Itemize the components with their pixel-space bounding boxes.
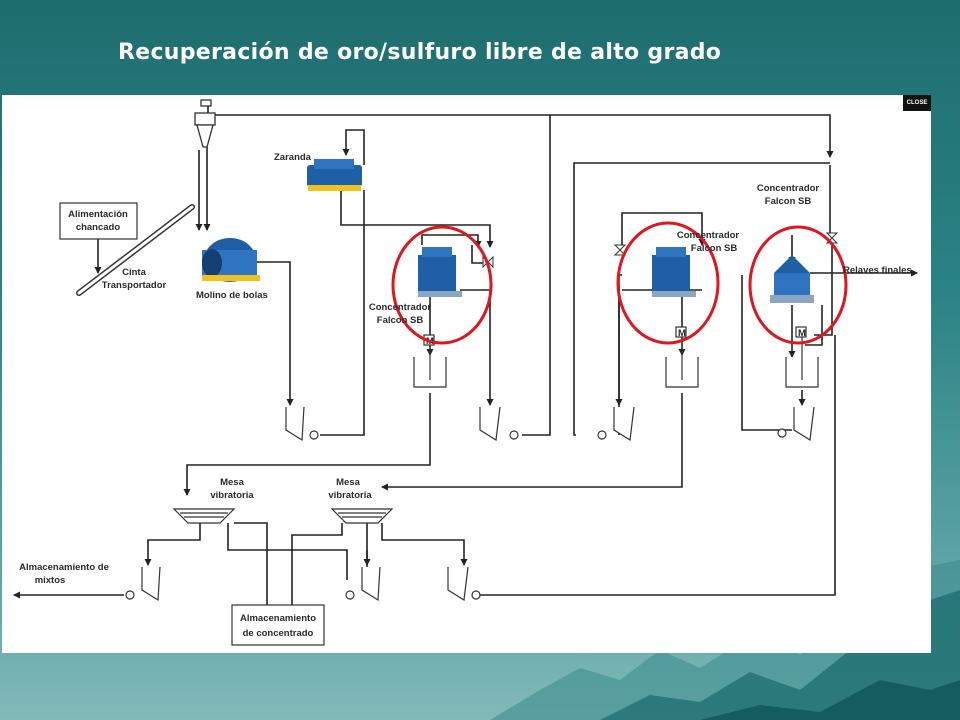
highlight-circle-2 (616, 221, 720, 345)
screen-label: Zaranda (274, 152, 312, 163)
feed-label-line2: chancado (76, 222, 121, 233)
falcon3-label-line1: Concentrador (757, 183, 820, 194)
slide-title: Recuperación de oro/sulfuro libre de alt… (118, 40, 722, 65)
conveyor-label-line1: Cinta (122, 267, 146, 278)
pump-sump-2 (479, 406, 519, 442)
concentrate-storage-label-line2: de concentrado (243, 628, 314, 639)
vibrating-screen (307, 159, 362, 191)
feed-label-line1: Alimentación (68, 209, 128, 220)
close-button[interactable]: CLOSE (903, 95, 931, 111)
conveyor-label-line2: Transportador (102, 280, 167, 291)
ball-mill (202, 238, 260, 282)
valve-2 (613, 244, 627, 256)
pump-sump-5 (125, 566, 161, 602)
falcon1-label-line1: Concentrador (369, 302, 432, 313)
highlight-circle-3 (748, 225, 848, 345)
falcon3-label-line2: Falcon SB (765, 196, 812, 207)
falcon1-label-line2: Falcon SB (377, 315, 424, 326)
motor-mark-3: M (798, 328, 806, 339)
falcon-concentrator-3 (770, 255, 814, 303)
pump-sump-7 (447, 566, 481, 602)
pump-sump-4 (777, 406, 815, 442)
mixed-storage-label-line2: mixtos (35, 575, 66, 586)
feed-box (59, 202, 138, 240)
table2-label-line2: vibratoria (328, 490, 372, 501)
mixed-storage-label-line1: Almacenamiento de (19, 562, 109, 573)
shaking-table-2 (330, 508, 394, 524)
final-tailings-label: Relaves finales (843, 265, 912, 276)
falcon2-label-line1: Concentrador (677, 230, 740, 241)
conditioning-tank-3 (785, 326, 819, 388)
flowsheet-diagram: M M M Alimentación chancado Cinta (13, 99, 918, 646)
pump-sump-1 (285, 406, 319, 442)
concentrate-storage-box (231, 604, 325, 646)
falcon2-label-line2: Falcon SB (691, 243, 738, 254)
table1-label-line2: vibratoria (210, 490, 254, 501)
table2-label-line1: Mesa (336, 477, 360, 488)
falcon-concentrator-2 (652, 247, 696, 297)
pump-sump-6 (345, 566, 381, 602)
conditioning-tank-2 (665, 326, 699, 388)
falcon-concentrator-1 (418, 247, 462, 297)
ball-mill-label: Molino de bolas (196, 290, 268, 301)
highlight-circle-1 (391, 225, 493, 345)
concentrate-storage-label-line1: Almacenamiento (240, 613, 316, 624)
table1-label-line1: Mesa (220, 477, 244, 488)
motor-mark-2: M (678, 328, 686, 339)
shaking-table-1 (172, 508, 236, 524)
pump-sump-3 (597, 406, 635, 442)
flowsheet-panel: M M M Alimentación chancado Cinta (2, 95, 931, 653)
conveyor-belt (76, 204, 195, 296)
hydrocyclone (194, 99, 216, 148)
